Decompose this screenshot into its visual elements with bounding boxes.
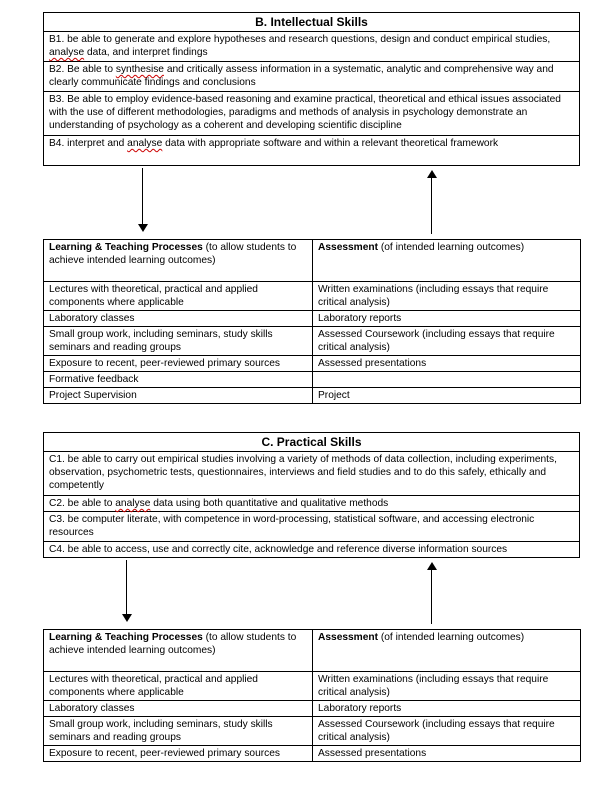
arrow-up-icon: [427, 170, 437, 234]
assessment-cell: Assessed presentations: [312, 745, 581, 762]
skill-b2: B2. Be able to synthesise and critically…: [44, 62, 579, 92]
teaching-cell: Lectures with theoretical, practical and…: [43, 671, 313, 701]
assessment-cell: Laboratory reports: [312, 700, 581, 717]
arrow-down-icon: [122, 560, 132, 622]
section-b-box: B. Intellectual Skills B1. be able to ge…: [43, 12, 580, 166]
assessment-cell: Assessed presentations: [312, 355, 581, 372]
arrow-up-icon: [427, 562, 437, 624]
assessment-cell: Assessed Coursework (including essays th…: [312, 326, 581, 356]
section-b-title: B. Intellectual Skills: [44, 13, 579, 32]
skill-c2: C2. be able to analyse data using both q…: [44, 496, 579, 512]
assessment-cell: Written examinations (including essays t…: [312, 671, 581, 701]
teaching-cell: Exposure to recent, peer-reviewed primar…: [43, 355, 313, 372]
teaching-cell: Formative feedback: [43, 371, 313, 388]
teaching-header: Learning & Teaching Processes (to allow …: [43, 629, 313, 672]
teaching-cell: Small group work, including seminars, st…: [43, 716, 313, 746]
teaching-cell: Exposure to recent, peer-reviewed primar…: [43, 745, 313, 762]
teaching-cell: Small group work, including seminars, st…: [43, 326, 313, 356]
assessment-cell: Assessed Coursework (including essays th…: [312, 716, 581, 746]
section-c-box: C. Practical Skills C1. be able to carry…: [43, 432, 580, 558]
arrow-down-icon: [138, 168, 148, 232]
assessment-cell: Laboratory reports: [312, 310, 581, 327]
assessment-header: Assessment (of intended learning outcome…: [312, 629, 581, 672]
skill-c3: C3. be computer literate, with competenc…: [44, 512, 579, 542]
assessment-cell: [312, 371, 581, 388]
teaching-cell: Lectures with theoretical, practical and…: [43, 281, 313, 311]
teaching-cell: Laboratory classes: [43, 700, 313, 717]
teaching-assessment-table-c: Learning & Teaching Processes (to allow …: [43, 629, 581, 762]
assessment-cell: Written examinations (including essays t…: [312, 281, 581, 311]
skill-c1: C1. be able to carry out empirical studi…: [44, 452, 579, 496]
skill-b4: B4. interpret and analyse data with appr…: [49, 138, 499, 149]
skill-b1: B1. be able to generate and explore hypo…: [44, 32, 579, 62]
teaching-cell: Laboratory classes: [43, 310, 313, 327]
skill-b3: B3. Be able to employ evidence-based rea…: [44, 92, 579, 136]
skill-c4: C4. be able to access, use and correctly…: [49, 544, 508, 555]
assessment-cell: Project: [312, 387, 581, 404]
teaching-assessment-table-b: Learning & Teaching Processes (to allow …: [43, 239, 581, 404]
section-c-title: C. Practical Skills: [44, 433, 579, 452]
teaching-cell: Project Supervision: [43, 387, 313, 404]
assessment-header: Assessment (of intended learning outcome…: [312, 239, 581, 282]
teaching-header: Learning & Teaching Processes (to allow …: [43, 239, 313, 282]
